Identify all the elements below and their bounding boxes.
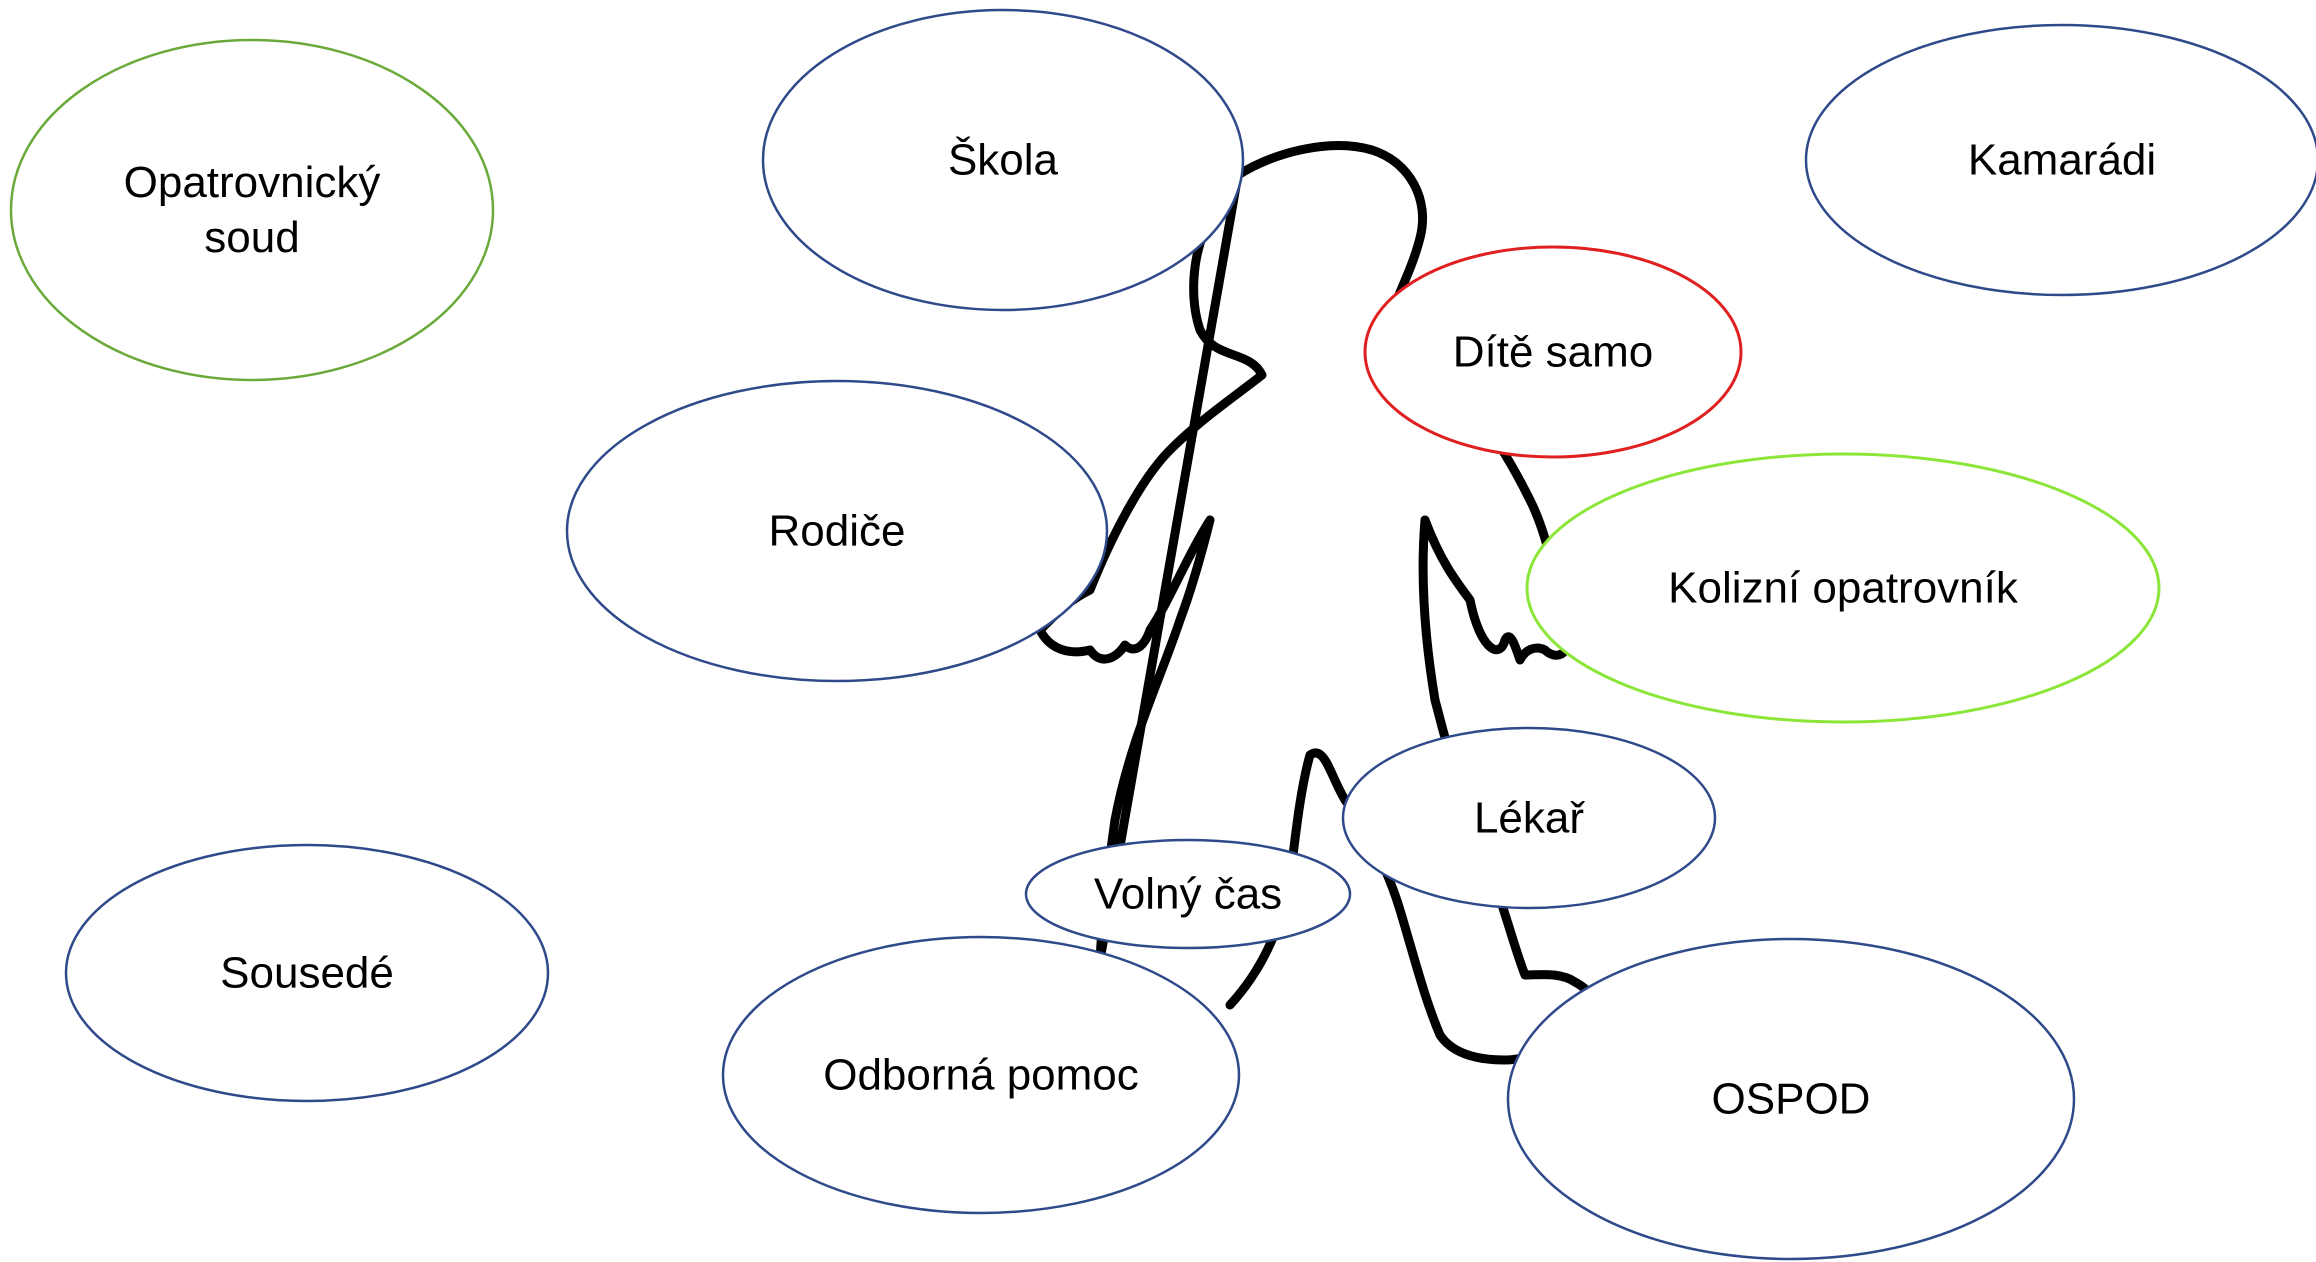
node-label-ospod: OSPOD <box>1711 1074 1871 1124</box>
node-label-lekar: Lékař <box>1473 793 1585 843</box>
node-ellipse-kamaradi <box>1804 23 2316 297</box>
node-ellipse-lekar <box>1341 726 1717 910</box>
node-ellipse-ospod <box>1506 937 2076 1261</box>
node-label-sousede: Sousedé <box>220 948 394 998</box>
node-ellipse-rodice <box>565 379 1109 683</box>
node-ellipse-skola <box>761 8 1245 312</box>
node-label-odborna-pomoc: Odborná pomoc <box>823 1050 1139 1100</box>
node-label-skola: Škola <box>947 135 1059 185</box>
node-label-kolizni-opatrovnik: Kolizní opatrovník <box>1668 563 2018 613</box>
node-label-kamaradi: Kamarádi <box>1967 135 2157 185</box>
node-label-dite-samo: Dítě samo <box>1452 327 1654 377</box>
node-ellipse-sousede <box>64 843 550 1103</box>
node-ellipse-dite-samo <box>1363 245 1743 459</box>
node-ellipse-volny-cas <box>1024 838 1352 950</box>
node-label-opatrovnicky-soud: Opatrovnický soud <box>123 158 381 262</box>
node-ellipse-opatrovnicky-soud <box>9 38 495 382</box>
node-ellipse-odborna-pomoc <box>721 935 1241 1215</box>
node-label-volny-cas: Volný čas <box>1093 869 1283 919</box>
node-label-rodice: Rodiče <box>768 506 906 556</box>
node-ellipse-kolizni-opatrovnik <box>1525 452 2161 724</box>
